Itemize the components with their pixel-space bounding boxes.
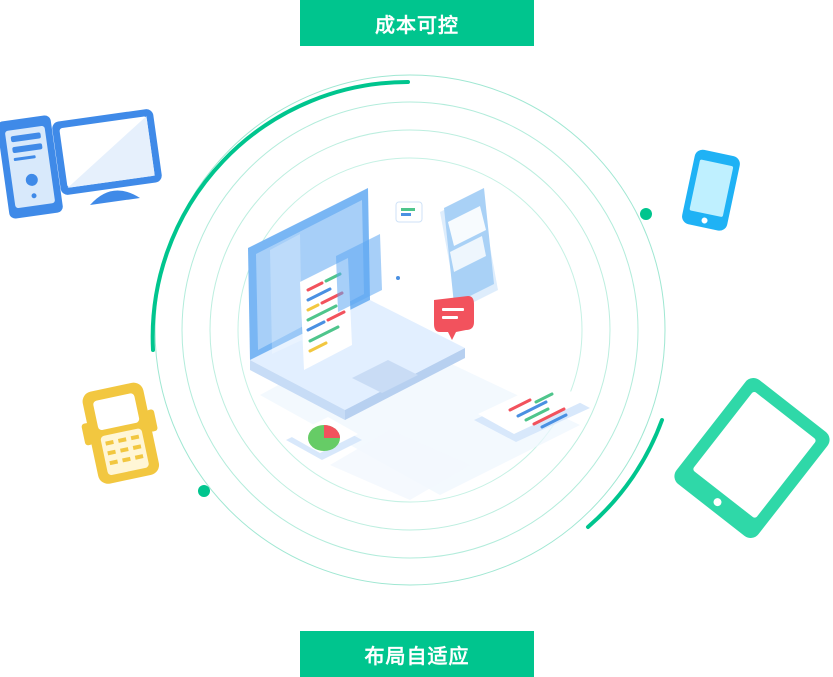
orbit-arcs: [150, 79, 664, 529]
feature-phone-icon: [81, 382, 160, 484]
orbit-dot-right: [640, 208, 652, 220]
laptop-illustration: [248, 188, 590, 500]
orbit-dot-left: [198, 485, 210, 497]
tablet-icon: [674, 378, 830, 538]
pie-chart-icon: [286, 417, 362, 460]
orbit-ring-inner: [237, 157, 583, 503]
responsive-layout-label: 布局自适应: [300, 631, 534, 677]
orbit-rings: [154, 74, 666, 586]
cost-control-label: 成本可控: [300, 0, 534, 46]
chat-bubble-icon: [434, 296, 474, 340]
orbit-ring-3: [209, 129, 611, 531]
orbit-arc-bottom-right: [586, 418, 664, 529]
orbit-ring-2: [181, 101, 639, 559]
smartphone-icon: [682, 149, 740, 231]
orbit-arc-top-left: [150, 79, 410, 352]
desktop-computer-icon: [0, 109, 162, 219]
orbit-ring-outer: [154, 74, 666, 586]
